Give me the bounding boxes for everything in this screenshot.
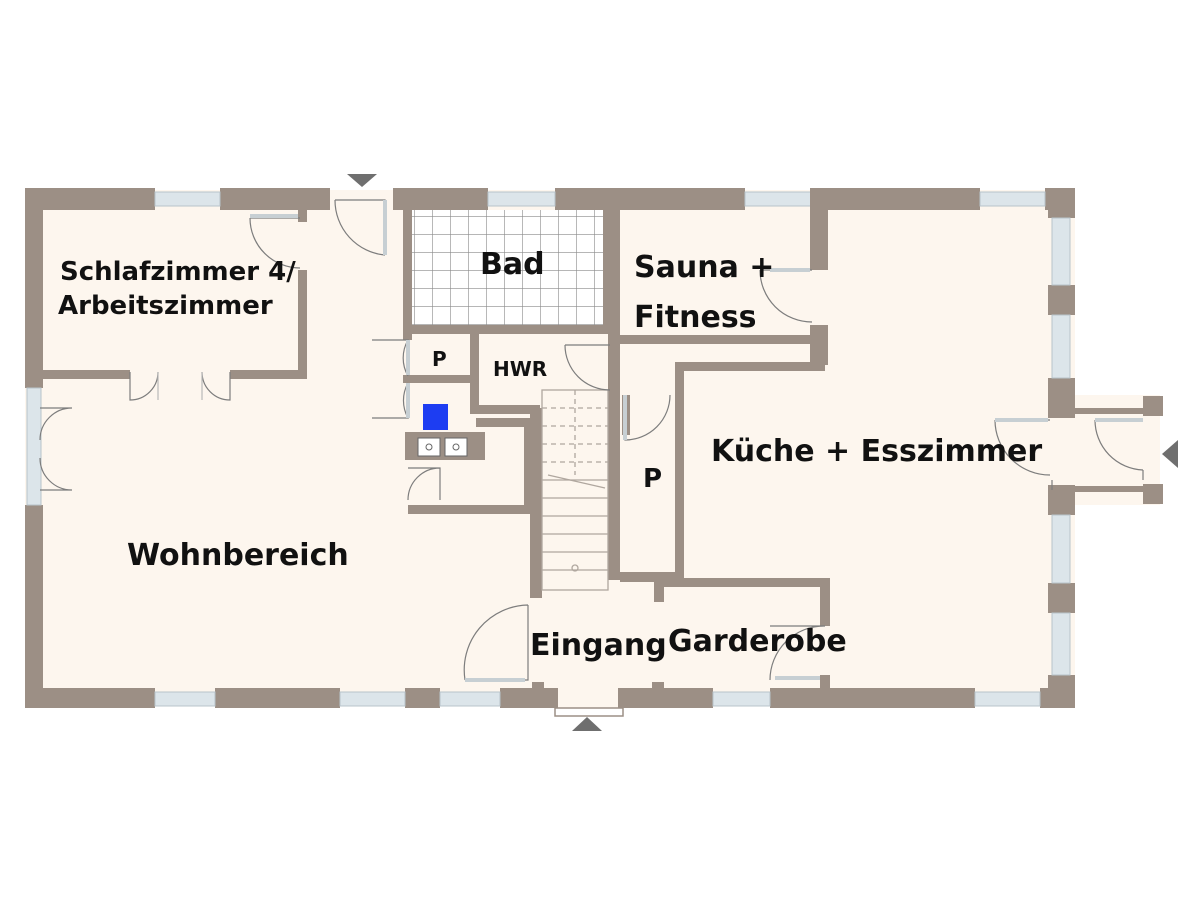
room-label-arbeitszimmer: Arbeitszimmer: [58, 291, 273, 321]
room-label-pantry-right: P: [643, 464, 662, 494]
room-label-pantry-left: P: [432, 347, 447, 371]
arrow-down-icon: [347, 174, 377, 187]
door-leaves: [250, 200, 1143, 682]
room-label-fitness: Fitness: [634, 300, 757, 335]
interior-walls: [38, 188, 830, 708]
room-label-schlafzimmer: Schlafzimmer 4/: [60, 257, 296, 287]
room-label-hwr: HWR: [493, 357, 547, 381]
entrance-step: [554, 707, 624, 717]
sink-fixtures: [417, 437, 468, 457]
room-label-garderobe: Garderobe: [668, 624, 847, 659]
room-label-sauna: Sauna +: [634, 250, 774, 285]
room-label-kueche: Küche + Esszimmer: [711, 434, 1042, 469]
exterior-walls: [25, 188, 1163, 708]
bathroom-tile-floor: [410, 210, 608, 325]
room-label-bad: Bad: [480, 247, 545, 282]
room-label-wohnbereich: Wohnbereich: [127, 538, 349, 573]
boiler-icon: [423, 404, 448, 430]
arrow-up-icon: [572, 717, 602, 731]
room-label-eingang: Eingang: [530, 628, 667, 663]
staircase-icon: [541, 389, 609, 591]
windows: [26, 191, 1071, 707]
arrow-left-icon: [1162, 440, 1178, 468]
